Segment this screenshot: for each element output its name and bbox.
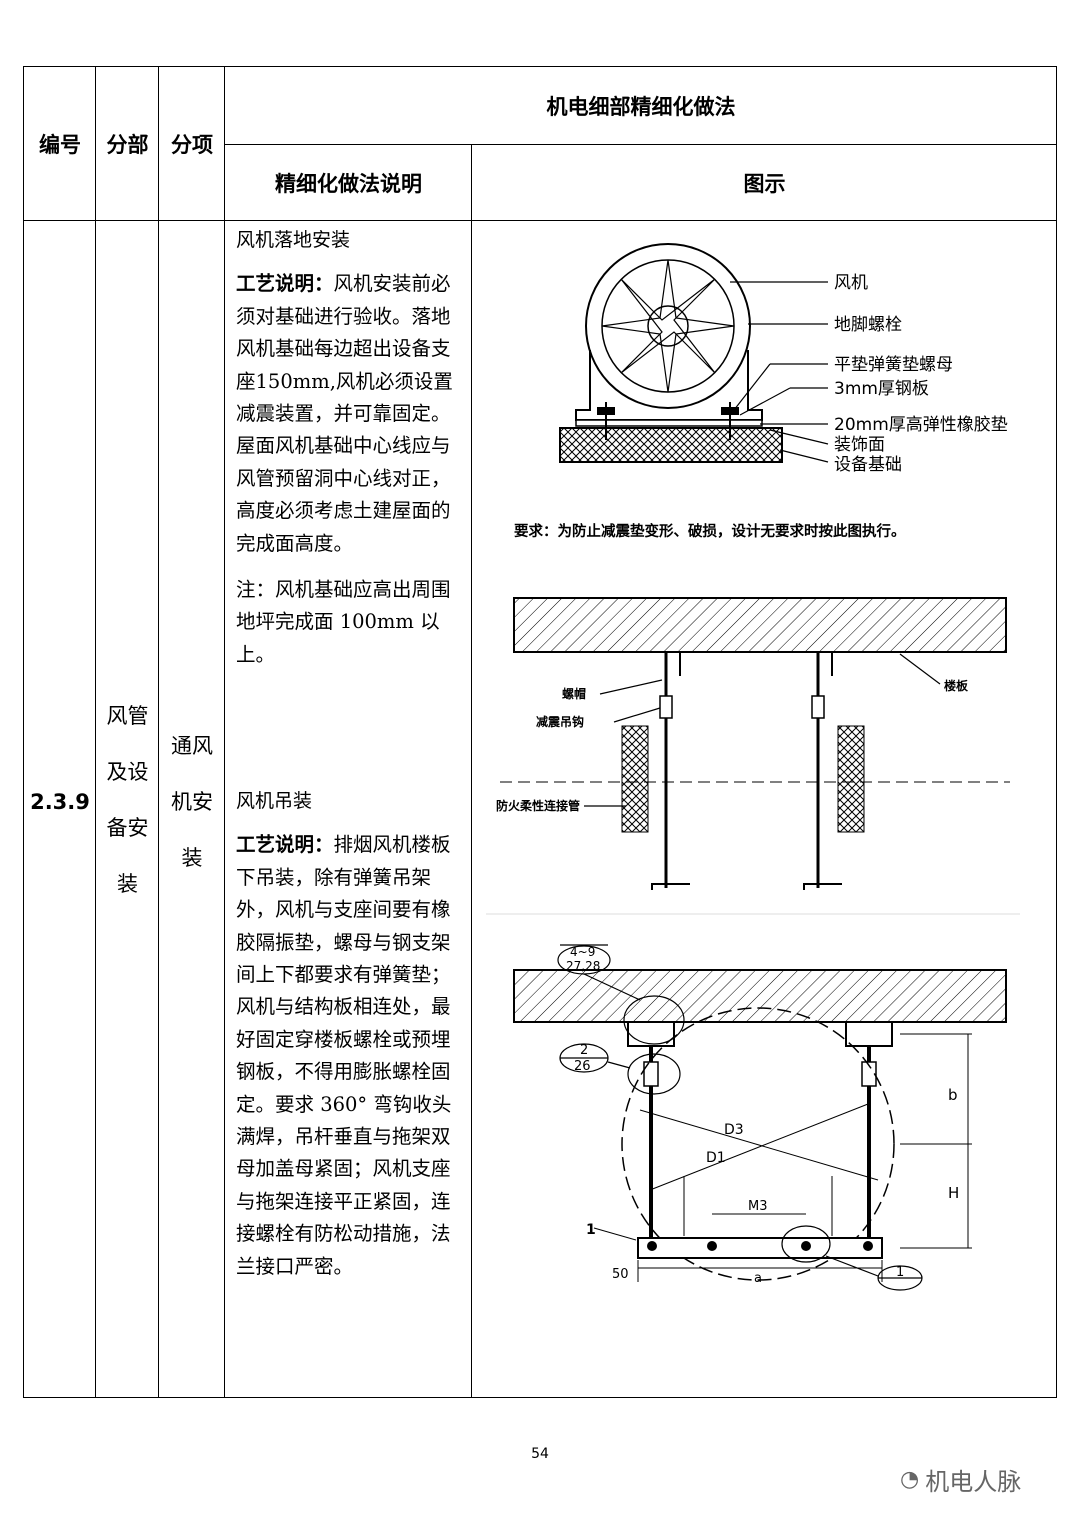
col-divider xyxy=(95,66,96,1398)
table-border-left xyxy=(23,66,24,1398)
section-note: 注：风机基础应高出周围地坪完成面 100mm 以上。 xyxy=(236,578,451,666)
table-border-right xyxy=(1056,66,1057,1398)
section-label: 工艺说明： xyxy=(236,833,334,857)
division-line: 风管 xyxy=(106,704,149,728)
watermark-text: 机电人脉 xyxy=(925,1468,1022,1496)
section-body: 工艺说明：风机安装前必须对基础进行验收。落地风机基础每边超出设备支座150mm,… xyxy=(236,268,464,560)
header-group-title: 机电细部精细化做法 xyxy=(546,95,736,119)
row-item: 通风 机安 装 xyxy=(159,718,225,886)
row-division: 风管 及设 备安 装 xyxy=(96,688,159,912)
header-item: 分项 xyxy=(171,133,213,157)
item-line: 装 xyxy=(181,846,203,870)
section-ceiling-hang: 风机吊装 工艺说明：排烟风机楼板下吊装，除有弹簧吊架外，风机与支座间要有橡胶隔振… xyxy=(236,785,464,1283)
section-label: 工艺说明： xyxy=(236,272,334,296)
division-line: 及设 xyxy=(106,760,149,784)
section-text: 排烟风机楼板下吊装，除有弹簧吊架外，风机与支座间要有橡胶隔振垫，螺母与钢支架间上… xyxy=(236,833,452,1278)
division-line: 备安 xyxy=(106,816,149,840)
header-figure: 图示 xyxy=(743,172,786,196)
header-division: 分部 xyxy=(106,133,149,157)
section-body: 工艺说明：排烟风机楼板下吊装，除有弹簧吊架外，风机与支座间要有橡胶隔振垫，螺母与… xyxy=(236,829,464,1283)
section-text: 风机安装前必须对基础进行验收。落地风机基础每边超出设备支座150mm,风机必须设… xyxy=(236,272,453,555)
item-line: 通风 xyxy=(171,734,213,758)
col-divider xyxy=(471,144,472,1398)
section-title: 风机落地安装 xyxy=(236,229,351,251)
col-divider xyxy=(158,66,159,1398)
item-line: 机安 xyxy=(171,790,213,814)
col-divider xyxy=(224,66,225,1398)
section-floor-mount: 风机落地安装 工艺说明：风机安装前必须对基础进行验收。落地风机基础每边超出设备支… xyxy=(236,224,464,671)
row-divider xyxy=(23,220,1057,221)
section-title: 风机吊装 xyxy=(236,790,313,812)
chat-bubble-icon: ◔ xyxy=(900,1467,920,1492)
row-id: 2.3.9 xyxy=(30,790,90,814)
watermark: ◔ 机电人脉 xyxy=(900,1462,1021,1497)
table-border-top xyxy=(23,66,1057,67)
table-border-bottom xyxy=(23,1397,1057,1398)
page-number: 54 xyxy=(531,1446,549,1462)
division-line: 装 xyxy=(117,872,138,896)
spec-table xyxy=(23,66,1057,1398)
header-id: 编号 xyxy=(39,133,81,157)
header-description: 精细化做法说明 xyxy=(275,172,422,196)
row-divider xyxy=(224,144,1057,145)
